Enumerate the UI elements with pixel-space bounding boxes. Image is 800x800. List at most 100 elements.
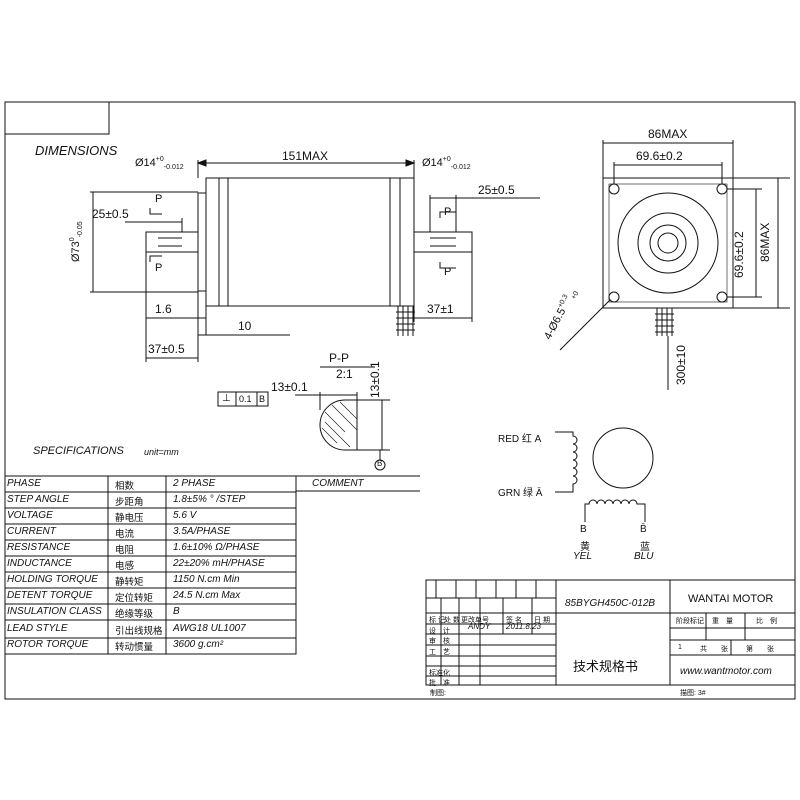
motor-body xyxy=(205,177,415,307)
wire-grn: GRN 绿 Ā xyxy=(498,488,543,499)
spec-value: 3.5A/PHASE xyxy=(173,526,231,537)
comment-header: COMMENT xyxy=(312,478,364,489)
tb-drawn: 制图: xyxy=(430,690,446,697)
top-left-box xyxy=(4,101,110,135)
spec-label: VOLTAGE xyxy=(7,510,53,521)
designer: ANDY xyxy=(468,622,491,631)
wire-yel-cn: 黄 xyxy=(580,542,590,553)
website: www.wantmotor.com xyxy=(680,666,772,677)
shaft-left-dim: Ø14+0-0.012 xyxy=(135,156,184,171)
spec-label: CURRENT xyxy=(7,526,56,537)
tb-row-std: 标准化 xyxy=(429,670,450,677)
spec-value: 2 PHASE xyxy=(173,478,216,489)
section-height-dim: 13±0.1 xyxy=(368,361,382,398)
front-leads xyxy=(655,308,674,336)
spec-label-cn: 绝缘等级 xyxy=(115,609,154,620)
section-p-right-top: P xyxy=(444,206,452,218)
design-date: 2011.8.23 xyxy=(506,622,541,631)
tb-row-design: 设 计 xyxy=(429,628,450,635)
dim-1-6: 1.6 xyxy=(155,302,172,316)
dim-37-0-5: 37±0.5 xyxy=(148,342,185,356)
wire-b-bar: B̄ xyxy=(640,524,647,535)
key-right-dim: 25±0.5 xyxy=(478,183,515,197)
section-scale: 2:1 xyxy=(336,367,353,381)
tb-weight: 重 量 xyxy=(712,618,733,625)
spec-table xyxy=(4,475,297,655)
spec-label: INDUCTANCE xyxy=(7,558,72,569)
tb-row-check: 审 核 xyxy=(429,638,450,645)
gdt-tolerance: 0.1 xyxy=(239,394,252,404)
front-face xyxy=(602,177,734,309)
datum-label: B xyxy=(377,459,383,468)
lead-length-dim: 300±10 xyxy=(674,345,688,385)
shaft-right-dim: Ø14+0-0.012 xyxy=(422,156,471,171)
spec-label-cn: 引出线规格 xyxy=(115,626,163,637)
spec-label-cn: 步距角 xyxy=(115,497,144,508)
spec-label: PHASE xyxy=(7,478,41,489)
left-shaft xyxy=(145,231,199,253)
spec-label: ROTOR TORQUE xyxy=(7,639,89,650)
spec-value: B xyxy=(173,606,180,617)
spec-value: 22±20% mH/PHASE xyxy=(173,558,265,569)
doc-title: 技术规格书 xyxy=(573,659,639,674)
tb-col-sign: 签 名 xyxy=(506,617,522,624)
model-number: 85BYGH450C-012B xyxy=(565,598,656,609)
key-left-dim: 25±0.5 xyxy=(92,207,129,221)
wire-yel: YEL xyxy=(573,551,592,562)
spec-label: LEAD STYLE xyxy=(7,623,68,634)
wire-b: B xyxy=(580,524,587,535)
spec-value: 1150 N.cm Min xyxy=(173,574,240,585)
spec-value: 5.6 V xyxy=(173,510,197,521)
gdt-symbol: ⊥ xyxy=(222,393,231,404)
spec-label: STEP ANGLE xyxy=(7,494,70,505)
spec-value: 1.8±5% ° /STEP xyxy=(173,494,246,505)
specs-unit: unit=mm xyxy=(144,447,179,457)
spec-value: 24.5 N.cm Max xyxy=(173,590,241,601)
dim-10: 10 xyxy=(238,319,252,333)
front-boss xyxy=(617,192,719,294)
height-dim: 86MAX xyxy=(758,222,772,262)
tb-col-date: 日 期 xyxy=(534,617,550,624)
spec-row: LEAD STYLE 引出线规格 AWG18 UL1007 xyxy=(5,621,296,637)
hole-spacing-h: 69.6±0.2 xyxy=(636,149,683,163)
section-width-dim: 13±0.1 xyxy=(271,380,308,394)
spec-label-cn: 静转矩 xyxy=(115,577,144,588)
tb-total: 共 张 xyxy=(700,646,728,653)
spec-row: DETENT TORQUE 定位转矩 24.5 N.cm Max xyxy=(5,588,296,604)
company-name: WANTAI MOTOR xyxy=(688,593,774,605)
coil-b xyxy=(584,499,646,522)
spec-label: DETENT TORQUE xyxy=(7,590,93,601)
tb-stage: 阶段标记 xyxy=(676,618,704,625)
tb-col-count: 处 数 xyxy=(444,617,460,624)
rotor-circle xyxy=(592,427,654,489)
spec-value: AWG18 UL1007 xyxy=(173,623,246,634)
section-title: P-P xyxy=(329,351,350,365)
section-shape xyxy=(319,399,358,451)
spec-label-cn: 转动惯量 xyxy=(115,642,154,653)
spec-label-cn: 定位转矩 xyxy=(115,593,154,604)
coil-a xyxy=(555,431,578,493)
drawing-border xyxy=(4,101,796,700)
spec-label: RESISTANCE xyxy=(7,542,71,553)
dim-37-1: 37±1 xyxy=(427,302,454,316)
tb-col-mark: 标 记 xyxy=(429,617,445,624)
gdt-frame xyxy=(217,391,269,407)
tb-row-process: 工 艺 xyxy=(429,649,450,656)
tb-ratio: 比 例 xyxy=(756,618,777,625)
wire-red: RED 红 A xyxy=(498,434,542,445)
pilot-dim: Ø730-0.05 xyxy=(69,221,84,262)
width-dim: 86MAX xyxy=(648,127,688,141)
hole-spacing-v: 69.6±0.2 xyxy=(732,231,746,278)
tb-trace: 描图: 3# xyxy=(680,690,706,697)
gdt-datum: B xyxy=(259,394,266,404)
spec-value: 1.6±10% Ω/PHASE xyxy=(173,542,260,553)
title-block xyxy=(425,579,796,686)
